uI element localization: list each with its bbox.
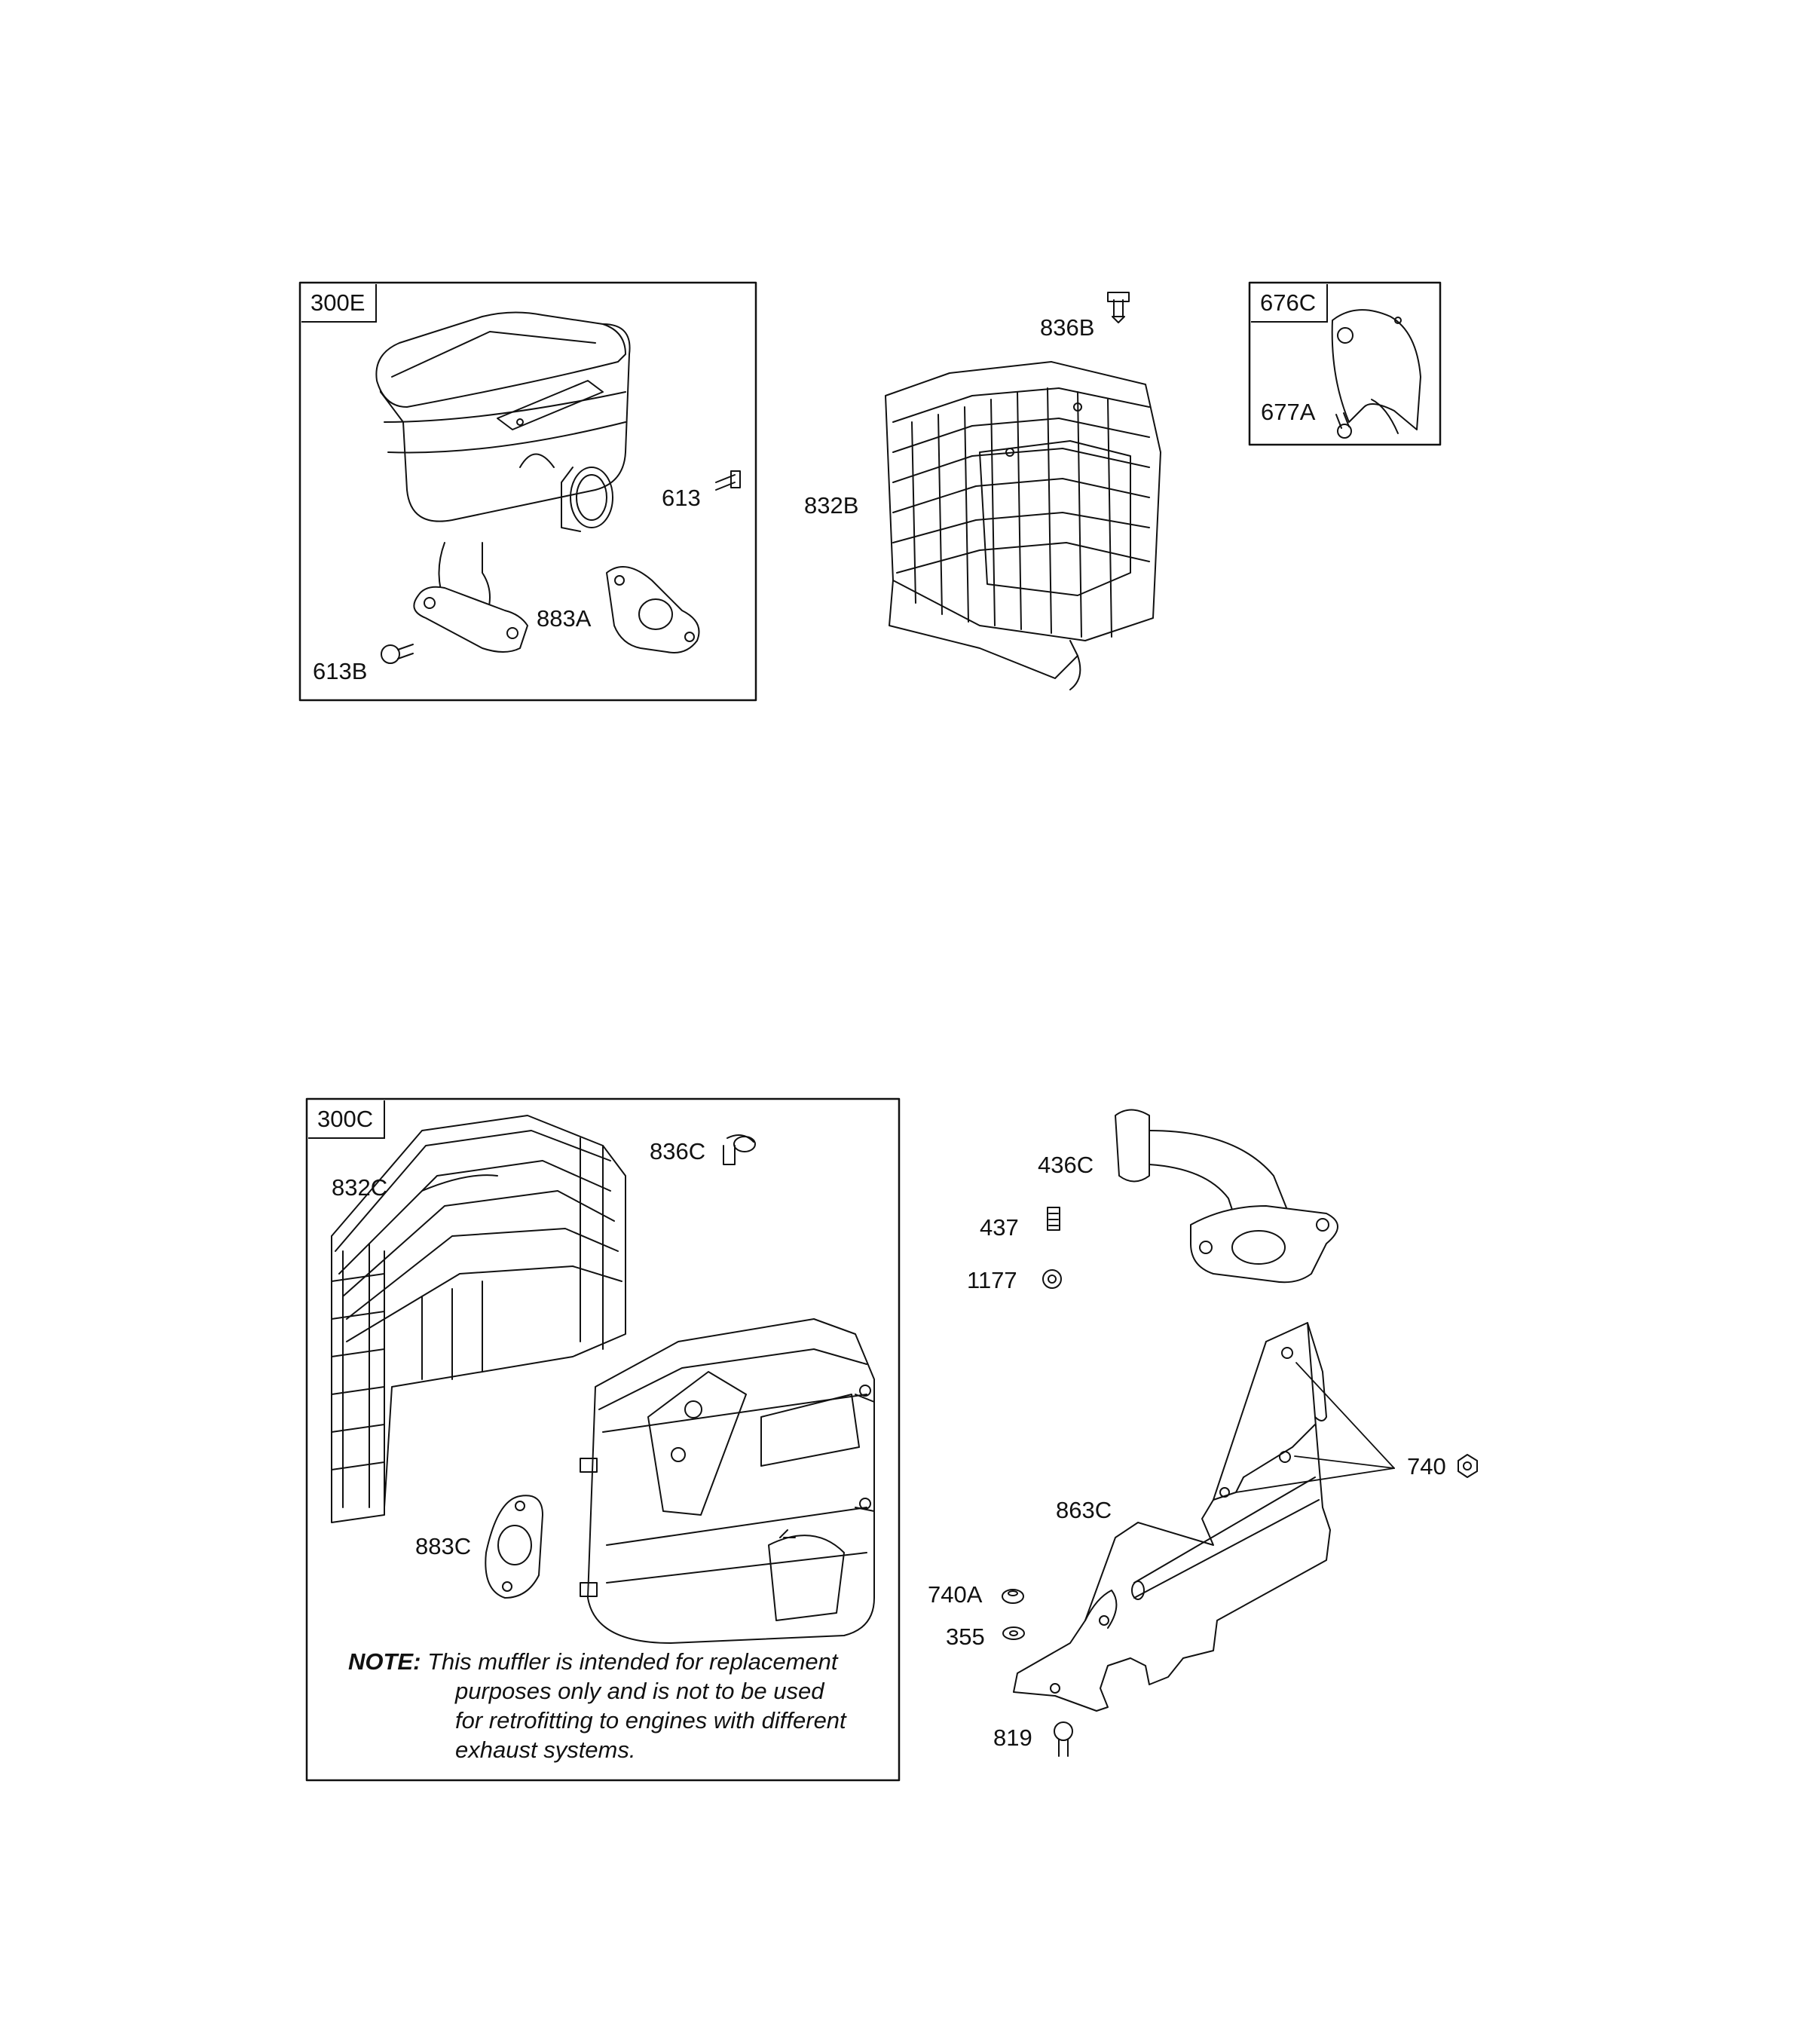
box-676c-frame [1248,281,1442,446]
screw-836c-drawing [723,1134,756,1165]
nut-740a-drawing [1002,1589,1024,1604]
callout-836b: 836B [1040,314,1095,341]
box-tag-676c: 676C [1251,284,1329,323]
heat-shield-832b-drawing [885,361,1161,690]
washer-355-drawing [1002,1626,1025,1640]
gasket-883c-drawing [485,1495,543,1599]
box-300e-frame [298,281,757,702]
screw-613b-drawing [381,644,414,664]
callout-740: 740 [1407,1453,1446,1480]
muffler-300e-drawing [375,311,741,664]
callout-836c: 836C [650,1138,706,1164]
callout-613: 613 [662,485,701,511]
callout-883c: 883C [415,1533,472,1559]
muffler-300c-drawing [580,1318,875,1644]
box-tag-300c: 300C [308,1100,386,1139]
callout-355: 355 [946,1623,985,1650]
callout-677a: 677A [1261,399,1316,425]
screw-819-drawing [1054,1721,1073,1757]
callout-863c: 863C [1056,1497,1112,1523]
box-tag-300e: 300E [301,284,378,323]
callout-1177: 1177 [967,1267,1017,1293]
replacement-note: NOTE: This muffler is intended for repla… [348,1647,876,1764]
note-line-1: This muffler is intended for replacement [427,1648,838,1675]
note-heading: NOTE: [348,1648,421,1675]
heat-shield-832c-drawing [331,1115,626,1523]
callout-883a: 883A [537,605,592,632]
stud-437-drawing [1047,1207,1060,1231]
callout-740a: 740A [928,1581,983,1608]
screw-836b-drawing [1107,292,1130,323]
deflector-676c-drawing [1331,309,1421,434]
note-line-3: for retrofitting to engines with differe… [455,1707,846,1734]
callout-436c: 436C [1038,1152,1094,1178]
callout-832c: 832C [332,1174,388,1201]
nut-740-drawing [1458,1454,1478,1478]
bracket-863c-drawing [1013,1322,1395,1712]
callout-819: 819 [993,1724,1032,1751]
callout-437: 437 [980,1214,1019,1241]
box-300c-frame [305,1097,901,1782]
note-line-4: exhaust systems. [455,1737,636,1763]
screw-613-drawing [715,470,741,491]
screw-677a-drawing [1335,412,1352,439]
exhaust-pipe-436c-drawing [1115,1109,1338,1284]
callout-613b: 613B [313,658,368,684]
note-line-2: purposes only and is not to be used [455,1678,824,1704]
nut-1177-drawing [1042,1269,1062,1289]
callout-832b: 832B [804,492,859,519]
